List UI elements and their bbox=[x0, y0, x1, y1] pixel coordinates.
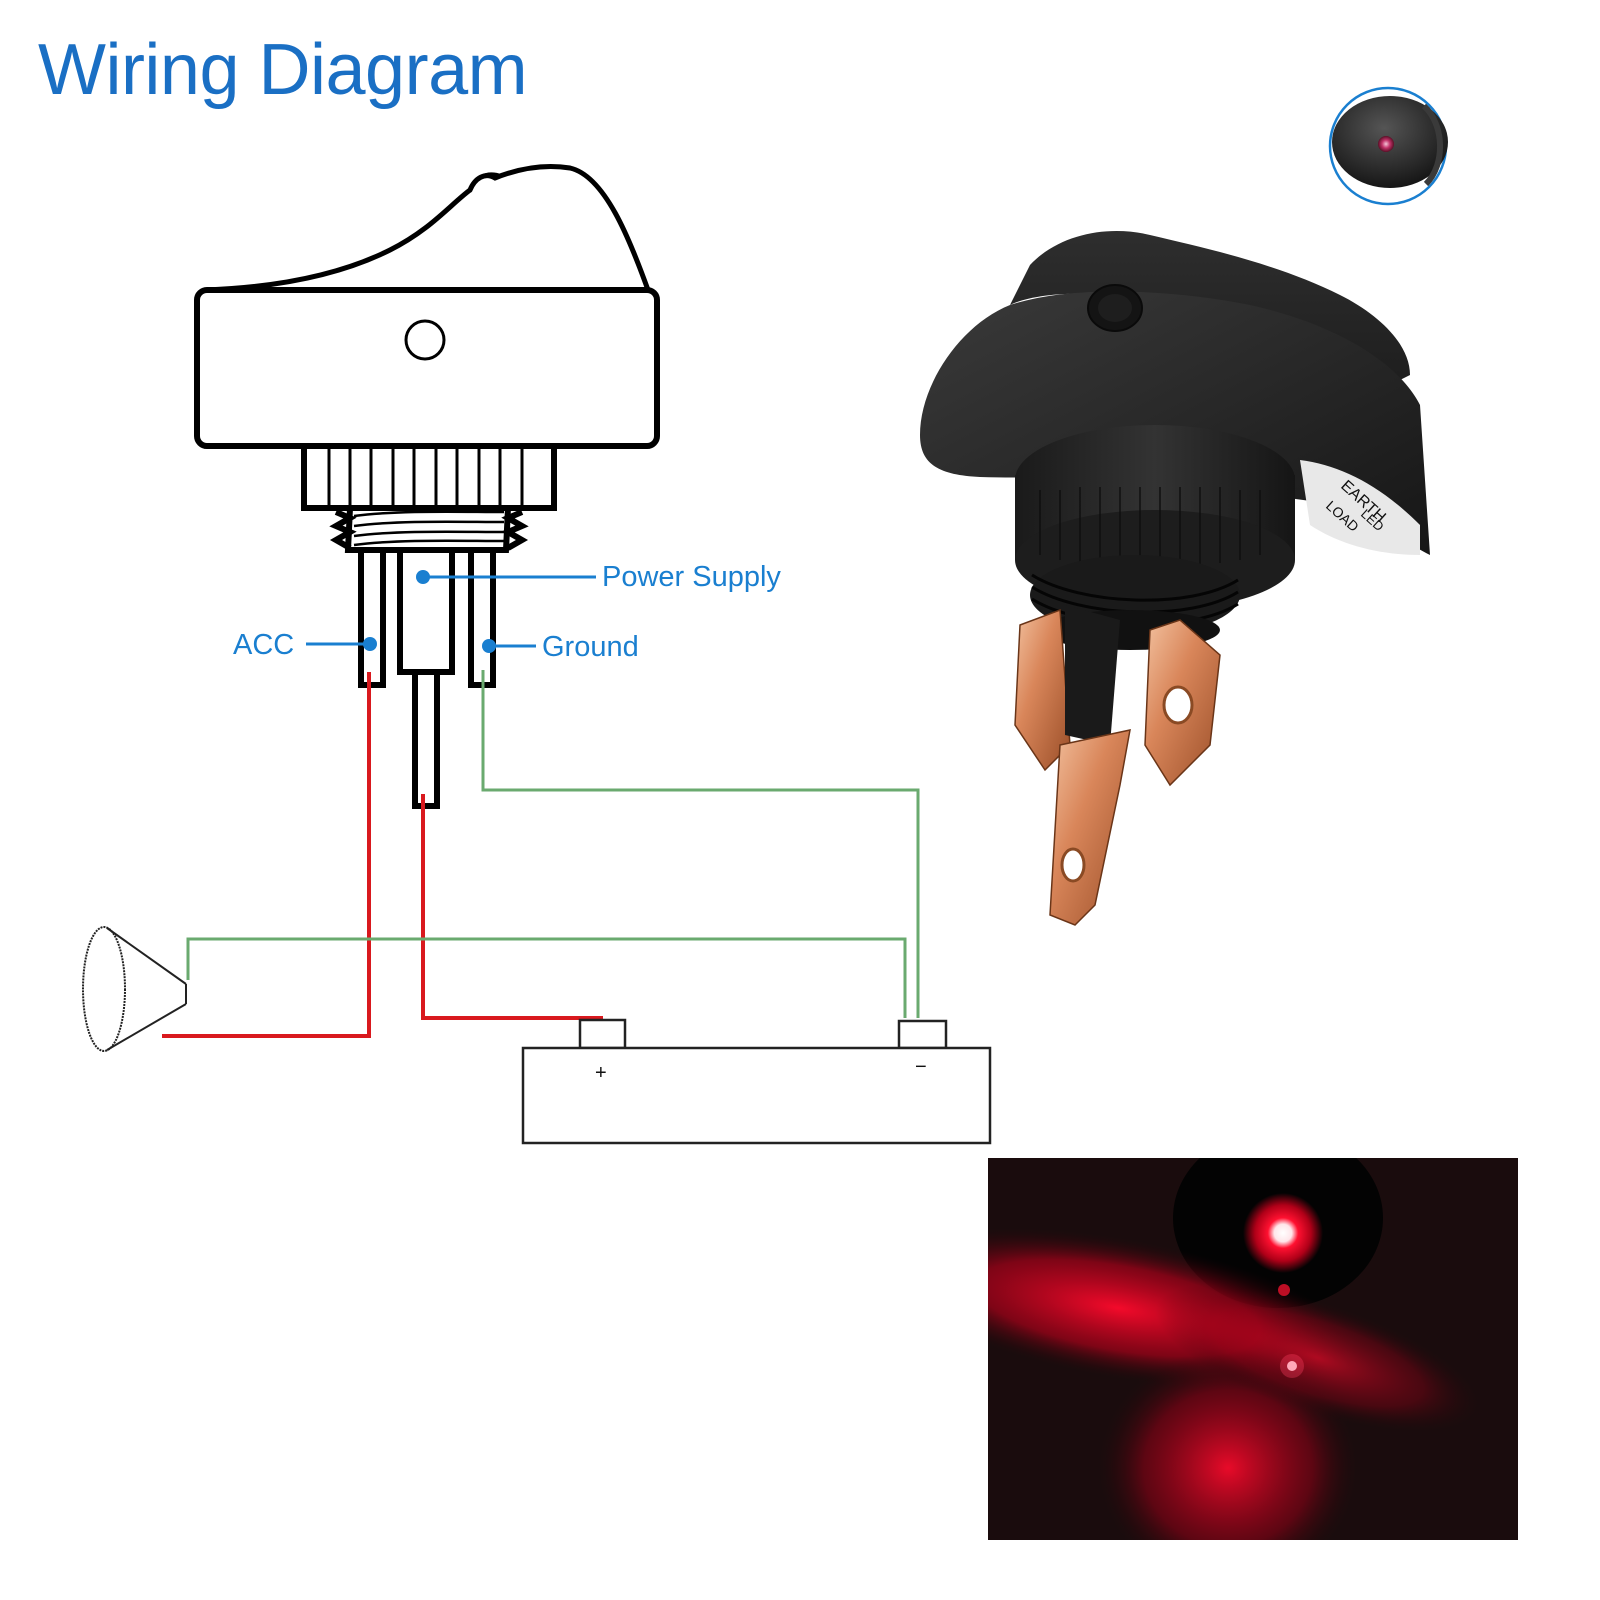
acc-label: ACC bbox=[233, 629, 295, 661]
ground-wire bbox=[481, 670, 920, 1018]
inset-switch-top-view bbox=[1326, 84, 1450, 208]
product-photo-rocker-switch: EARTH LOAD LED bbox=[920, 225, 1430, 945]
power-wire bbox=[421, 794, 603, 1020]
glowing-led-icon bbox=[988, 1158, 1481, 1540]
battery-positive-symbol: + bbox=[595, 1062, 607, 1084]
ground-label: Ground bbox=[542, 631, 639, 663]
lamp-ground-wire bbox=[186, 937, 907, 1018]
switch-top-view-icon bbox=[1328, 86, 1448, 206]
lamp-drawing bbox=[82, 926, 187, 1052]
power-supply-label: Power Supply bbox=[602, 561, 781, 593]
battery-negative-symbol: − bbox=[915, 1056, 927, 1078]
rocker-switch-drawing bbox=[194, 163, 660, 809]
page-title: Wiring Diagram bbox=[38, 30, 528, 110]
battery-drawing bbox=[521, 1018, 992, 1145]
callouts bbox=[306, 570, 596, 653]
lit-led-photo bbox=[988, 1158, 1518, 1540]
wires bbox=[162, 670, 920, 1038]
acc-wire bbox=[162, 672, 371, 1038]
rocker-switch-photo-icon: EARTH LOAD LED bbox=[920, 230, 1430, 926]
